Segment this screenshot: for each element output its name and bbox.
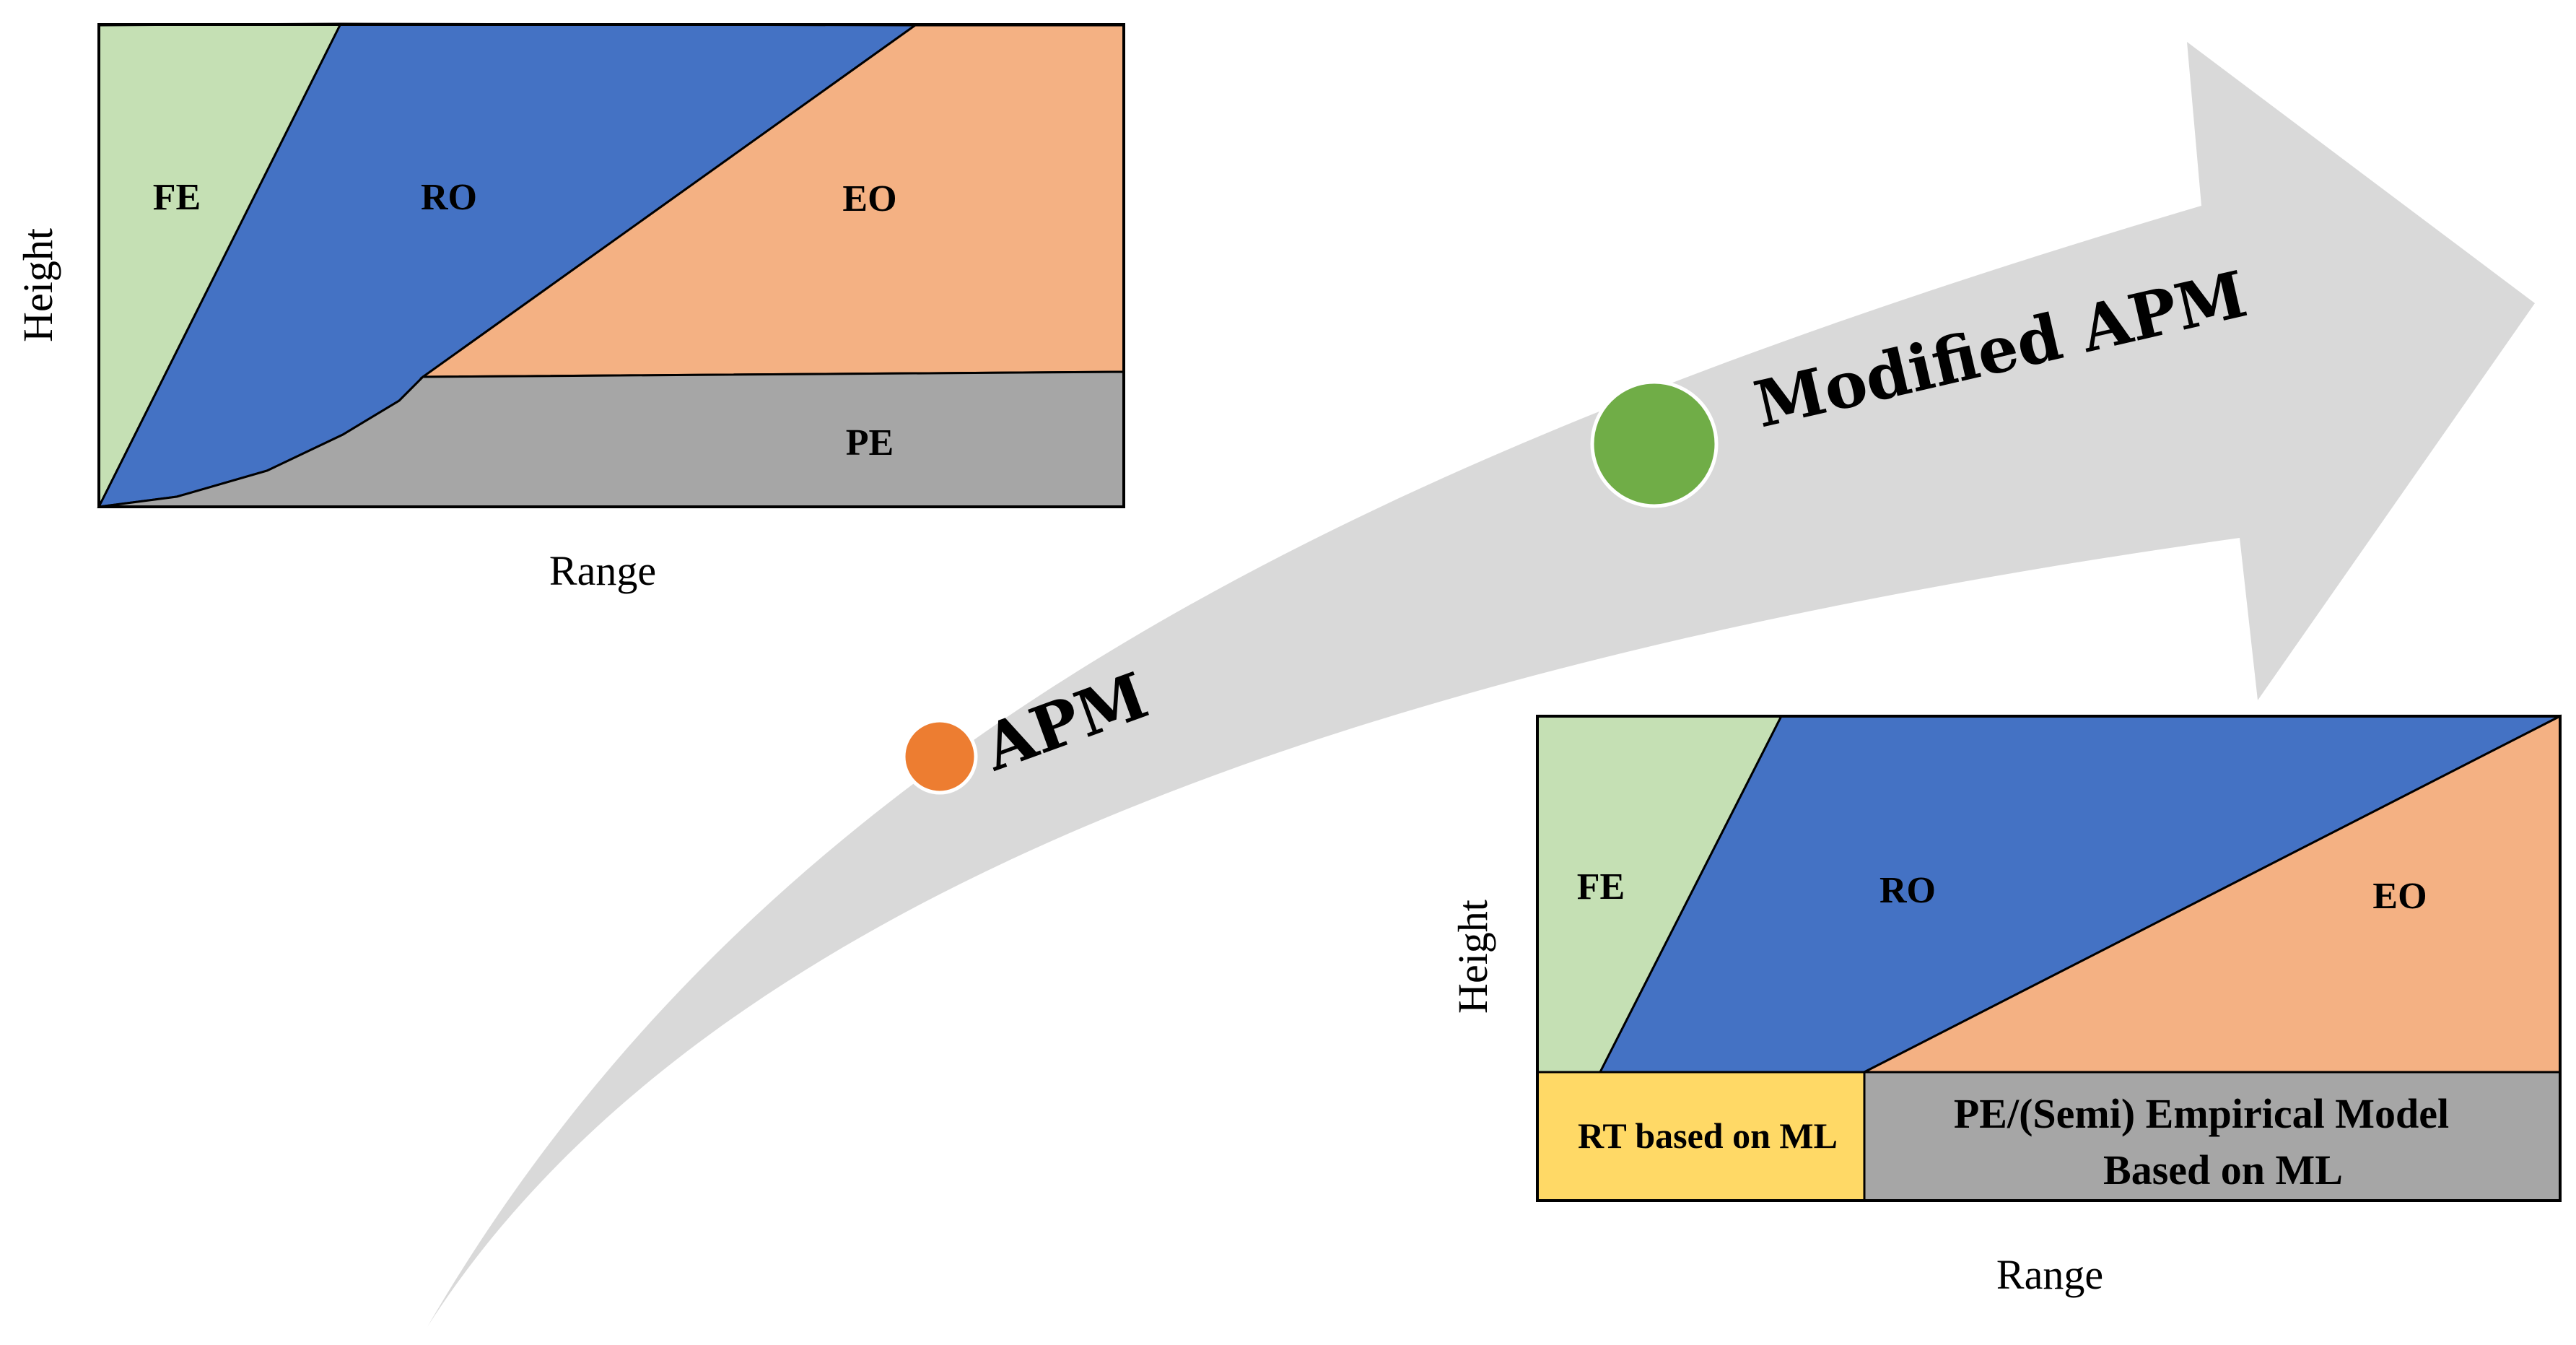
bottom-x-axis-label: Range (1996, 1251, 2103, 1298)
top-label-ro: RO (421, 177, 477, 218)
bottom-y-axis-label: Height (1449, 900, 1496, 1014)
progress-arrow (427, 42, 2535, 1327)
top-label-eo: EO (842, 178, 896, 219)
top-chart-frame (97, 23, 1125, 508)
bottom-label-fe: FE (1577, 866, 1625, 907)
bottom-label-rt: RT based on ML (1578, 1115, 1838, 1156)
bottom-chart: FE RO EO RT based on ML PE/(Semi) Empiri… (1449, 714, 2562, 1298)
bottom-label-eo: EO (2372, 876, 2427, 917)
apm-dot (901, 718, 978, 795)
top-label-fe: FE (153, 177, 201, 218)
bottom-label-pe-line2: Based on ML (2103, 1146, 2343, 1193)
top-x-axis-label: Range (549, 547, 656, 594)
top-y-axis-label: Height (14, 228, 61, 342)
bottom-chart-frame (1536, 715, 2562, 1202)
modified-apm-dot (1590, 380, 1719, 508)
arrow-body (427, 42, 2535, 1327)
bottom-label-ro: RO (1879, 870, 1936, 911)
bottom-label-pe-line1: PE/(Semi) Empirical Model (1954, 1090, 2449, 1137)
top-chart: FE RO EO PE Height Range (14, 22, 1125, 594)
top-label-pe: PE (846, 422, 894, 463)
